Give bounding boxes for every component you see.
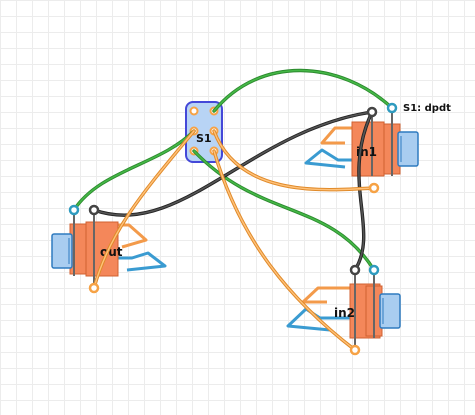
in2-ring-terminal[interactable] bbox=[368, 264, 380, 276]
in2-label: in2 bbox=[334, 306, 355, 320]
wire-green-1[interactable] bbox=[212, 68, 394, 113]
out-tip-terminal[interactable] bbox=[88, 282, 100, 294]
switch-label: S1: dpdt bbox=[403, 103, 451, 114]
in1-barrel bbox=[397, 131, 419, 167]
switch-body-text: S1 bbox=[196, 132, 212, 145]
wire-orange-3[interactable] bbox=[212, 149, 357, 352]
in2-tip-lead bbox=[301, 286, 355, 304]
switch-pin-1[interactable] bbox=[189, 106, 199, 116]
in1-tip-terminal[interactable] bbox=[368, 182, 380, 194]
in1-ring-terminal[interactable] bbox=[386, 102, 398, 114]
wire-green-2[interactable] bbox=[72, 129, 196, 212]
pin-terminals bbox=[68, 102, 398, 356]
jack-in1[interactable]: in1 bbox=[304, 110, 419, 177]
wires bbox=[72, 68, 394, 352]
out-ring-lead bbox=[98, 251, 167, 272]
in2-sleeve-terminal[interactable] bbox=[349, 264, 361, 276]
out-barrel bbox=[51, 233, 73, 269]
in1-ring-lead bbox=[304, 148, 372, 169]
out-sleeve-terminal[interactable] bbox=[88, 204, 100, 216]
in1-sleeve-terminal[interactable] bbox=[366, 106, 378, 118]
out-ring-terminal[interactable] bbox=[68, 204, 80, 216]
jack-in2[interactable]: in2 bbox=[286, 270, 401, 350]
in2-tip-terminal[interactable] bbox=[349, 344, 361, 356]
jack-out[interactable]: out bbox=[51, 210, 167, 288]
in2-barrel bbox=[379, 293, 401, 329]
